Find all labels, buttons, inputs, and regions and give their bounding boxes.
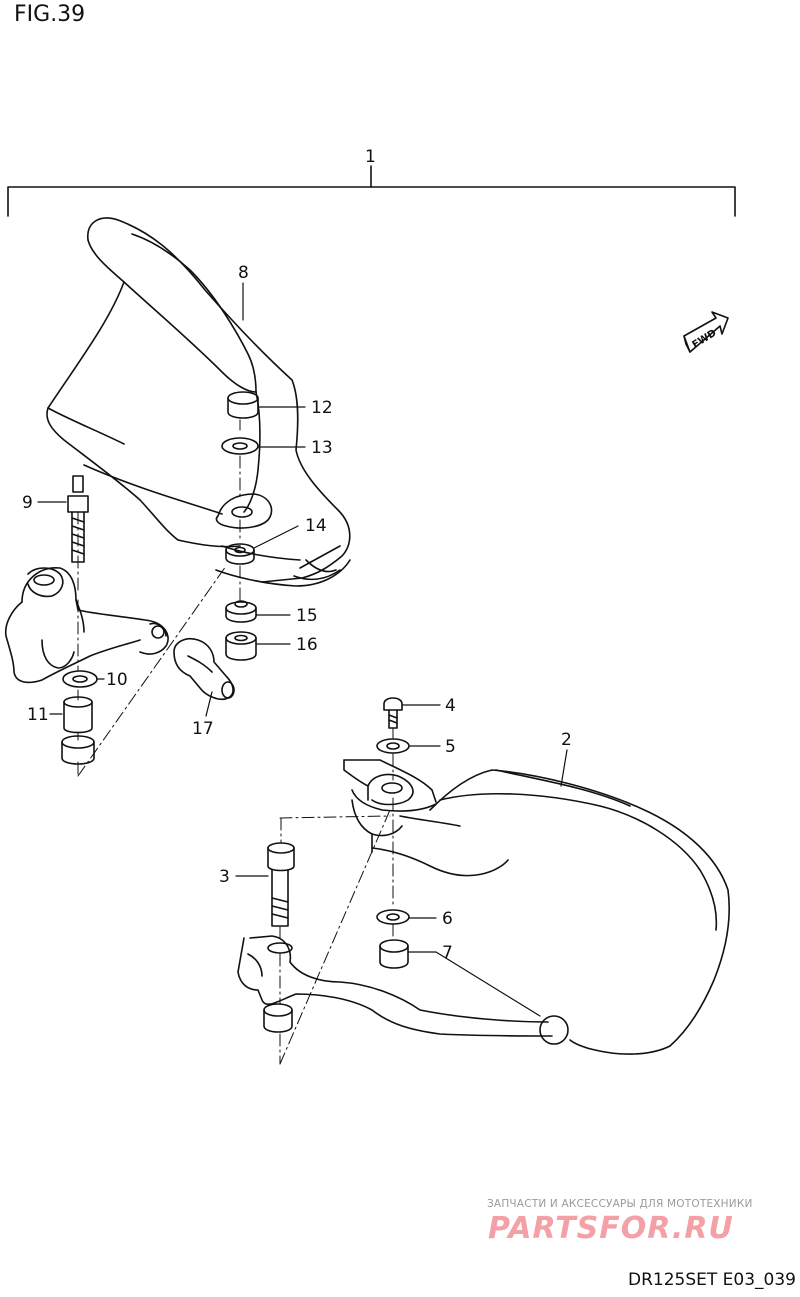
- callout-10: 10: [106, 670, 128, 690]
- leader-lines: [37, 282, 568, 1017]
- left-hand-guard: [46, 217, 351, 587]
- nut-7: [379, 939, 409, 969]
- callout-14: 14: [305, 516, 327, 536]
- nut-12: [227, 391, 259, 419]
- spacer-11: [63, 696, 93, 734]
- washer-6: [376, 909, 410, 925]
- callout-15: 15: [296, 606, 318, 626]
- screw-4: [383, 697, 403, 729]
- callout-16: 16: [296, 635, 318, 655]
- callout-8: 8: [238, 263, 249, 283]
- callout-12: 12: [311, 398, 333, 418]
- nut-16: [225, 631, 257, 661]
- callout-13: 13: [311, 438, 333, 458]
- washer-13: [221, 437, 259, 455]
- callout-11: 11: [27, 705, 49, 725]
- assembly-axis-lines: [77, 419, 394, 1065]
- callout-5: 5: [445, 737, 456, 757]
- nut-lower-right: [263, 1003, 293, 1033]
- watermark-caption: ЗАПЧАСТИ И АКСЕССУАРЫ ДЛЯ МОТОТЕХНИКИ: [487, 1198, 753, 1210]
- callout-7: 7: [442, 943, 453, 963]
- watermark-logo: PARTSFOR.RU: [488, 1211, 734, 1246]
- callout-6: 6: [442, 909, 453, 929]
- grommet-14: [225, 543, 255, 565]
- callout-17: 17: [192, 719, 214, 739]
- callout-9: 9: [22, 493, 33, 513]
- figure-reference-code: DR125SET E03_039: [628, 1270, 796, 1290]
- callout-2: 2: [561, 730, 572, 750]
- figure-title: FIG.39: [14, 2, 86, 27]
- callout-3: 3: [219, 867, 230, 887]
- right-hand-guard: [237, 759, 731, 1055]
- callout-1: 1: [365, 147, 376, 167]
- assembly-bracket: [7, 165, 736, 217]
- bolt-3: [267, 842, 295, 927]
- forward-direction-badge: FWD: [683, 311, 729, 353]
- collar-15: [225, 600, 257, 623]
- washer-10: [62, 670, 98, 688]
- handlebar-clamp: [4, 567, 169, 684]
- callout-labels: 1 2 3 4 5 6 7 8 9 10 11 12 13 14 15 16 1…: [22, 147, 572, 963]
- end-cap-17: [173, 637, 235, 701]
- right-clamp-bracket: [267, 942, 293, 954]
- washer-5: [376, 738, 410, 754]
- callout-4: 4: [445, 696, 456, 716]
